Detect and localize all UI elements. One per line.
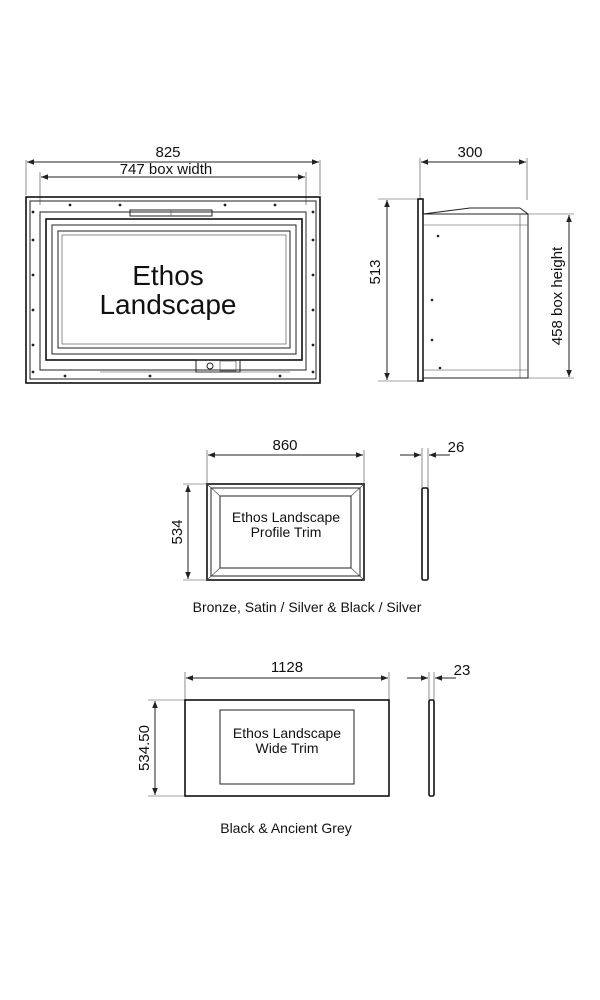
dim-overall-height: 513	[367, 259, 384, 284]
dim-profile-height: 534	[169, 519, 186, 544]
unit-side-view: 300 513 458 box height	[367, 144, 574, 382]
profile-trim-label-line2: Profile Trim	[251, 524, 322, 540]
profile-trim-finishes: Bronze, Satin / Silver & Black / Silver	[193, 599, 422, 615]
wide-trim-side: 23	[407, 662, 471, 797]
dim-overall-width: 825	[155, 144, 180, 161]
unit-front-view: 825 747 box width Ethos	[25, 144, 321, 384]
dim-box-width: 747 box width	[120, 161, 213, 178]
dim-wide-height: 534.50	[136, 725, 153, 771]
dim-wide-depth: 23	[454, 662, 471, 679]
dim-profile-width: 860	[272, 437, 297, 454]
dim-profile-depth: 26	[448, 439, 465, 456]
fixing-holes	[31, 203, 315, 378]
profile-trim-front: 860 534 Ethos Landscape Profile Trim	[169, 437, 365, 581]
wide-trim-label-line1: Ethos Landscape	[233, 725, 341, 741]
unit-title-line1: Ethos	[132, 260, 204, 291]
dim-wide-width: 1128	[271, 659, 303, 676]
wide-trim-finishes: Black & Ancient Grey	[220, 820, 352, 836]
dim-depth: 300	[457, 144, 482, 161]
profile-trim-side: 26	[400, 439, 465, 581]
wide-trim-label-line2: Wide Trim	[256, 740, 319, 756]
dim-box-height: 458 box height	[549, 246, 566, 345]
wide-trim-front: 1128 534.50 Ethos Landscape Wide Trim	[136, 659, 390, 797]
unit-title-line2: Landscape	[99, 289, 236, 320]
profile-trim-label-line1: Ethos Landscape	[232, 509, 340, 525]
